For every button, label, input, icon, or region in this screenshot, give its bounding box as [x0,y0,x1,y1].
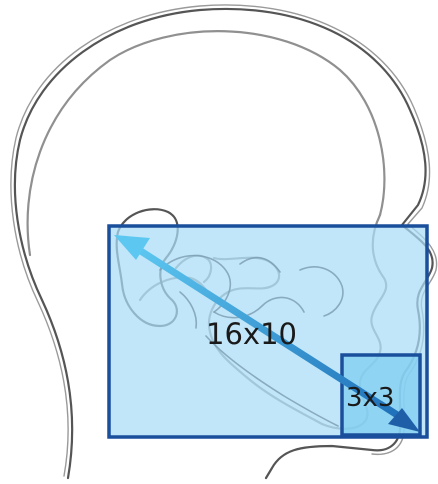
arrow-head-bottom-right-icon [388,408,420,432]
diagonal-arrow [114,235,420,432]
fov-16x10-label: 16x10 [206,317,297,351]
arrow-head-top-left-icon [114,235,150,260]
fov-3x3-label: 3x3 [346,383,394,413]
